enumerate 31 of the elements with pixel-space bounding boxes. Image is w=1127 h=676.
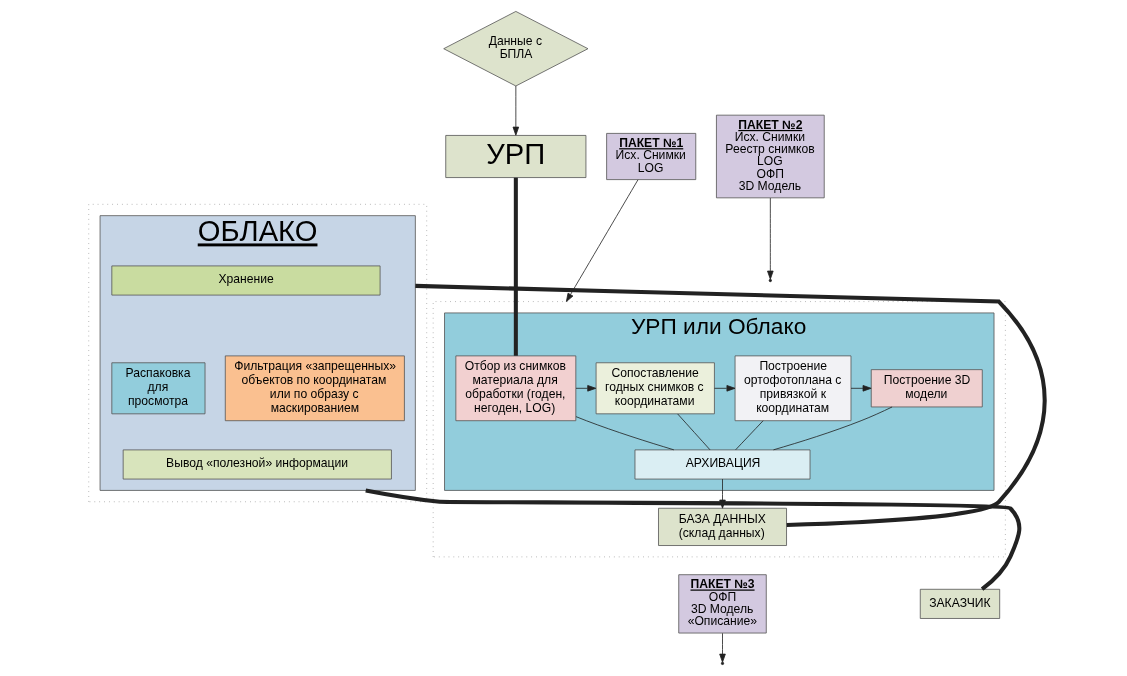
node-box: БАЗА ДАННЫХ (склад данных) bbox=[658, 507, 787, 546]
arrow bbox=[512, 85, 520, 136]
node-box: Сопоставление годных снимков с координатами bbox=[595, 362, 715, 415]
connector bbox=[575, 416, 675, 451]
arrow bbox=[714, 385, 736, 392]
node-box: ПАКЕТ №2 Исх. Снимки Реестр снимков LOG ОФП 3D Модель bbox=[716, 114, 825, 199]
arrow bbox=[575, 385, 597, 392]
arrow bbox=[719, 632, 726, 663]
node-box: ПАКЕТ №1 Исх. Снимки LOG bbox=[606, 133, 697, 180]
node-box: ПАКЕТ №3 ОФП 3D Модель «Описание» bbox=[678, 574, 767, 634]
node-box: ЗАКАЗЧИК bbox=[919, 588, 1001, 619]
connector bbox=[677, 413, 711, 451]
node-box: АРХИВАЦИЯ bbox=[634, 449, 811, 480]
cluster bbox=[432, 301, 1006, 558]
node-box: Распаковка для просмотра bbox=[111, 362, 206, 415]
node-box: Вывод «полезной» информации bbox=[122, 449, 392, 480]
arrow bbox=[565, 179, 639, 302]
connector bbox=[735, 420, 764, 451]
node-diamond: Данные с БПЛА bbox=[443, 11, 589, 87]
connector bbox=[365, 488, 1022, 591]
node-box: Фильтрация «запрещенных» объектов по координатам или по образу с маскированием bbox=[224, 355, 405, 422]
arrow bbox=[767, 197, 774, 280]
node-box: Построение 3D модели bbox=[870, 369, 983, 408]
node-box: Отбор из снимков материала для обработки (годен, негоден, LOG) bbox=[455, 355, 577, 422]
node-box: УРП bbox=[445, 135, 587, 178]
connector bbox=[415, 283, 1047, 527]
arrow bbox=[850, 385, 872, 392]
node-box: Хранение bbox=[111, 265, 381, 296]
node-box: Построение ортофотоплана с привязкой к координатам bbox=[734, 355, 852, 422]
connector bbox=[513, 177, 518, 356]
connector bbox=[773, 406, 893, 451]
